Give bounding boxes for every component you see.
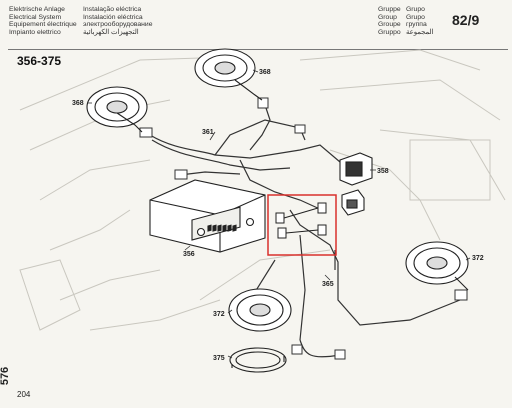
highlighted-connector-assembly: [275, 202, 327, 239]
background-body-lines: [19, 49, 506, 331]
speaker-368-left: [86, 86, 148, 133]
header-line: التجهيزات الكهربائية: [83, 28, 139, 36]
header-line: المجموعة: [406, 28, 434, 36]
header-line: электрооборудование: [83, 21, 153, 29]
part-range-label: 356-375: [17, 54, 62, 68]
header-line: Equipement électrique: [9, 21, 77, 29]
header-line: Instalación eléctrica: [83, 13, 143, 21]
callout-372-bottom: 372: [213, 311, 225, 318]
header-languages-left: Elektrische Anlage Electrical System Equ…: [9, 6, 77, 36]
connectors: [139, 97, 468, 360]
speaker-368-top: [194, 48, 263, 101]
callout-356: 356: [183, 251, 195, 258]
callout-375: 375: [213, 355, 225, 362]
header-line: Instalação eléctrica: [83, 6, 142, 13]
header-group-col1: Gruppe Group Groupe Gruppo: [378, 6, 401, 36]
header-languages-middle: Instalação eléctrica Instalación eléctri…: [83, 6, 153, 36]
leader-lines: [88, 69, 471, 359]
header-line: Group: [378, 13, 397, 21]
header-line: Grupo: [406, 13, 425, 21]
header-line: Gruppo: [378, 28, 401, 36]
header-line: Electrical System: [9, 13, 62, 21]
callout-361: 361: [202, 129, 214, 136]
speaker-372-bottom: [228, 288, 292, 332]
header-line: Grupo: [406, 6, 425, 13]
callout-368-left: 368: [72, 100, 84, 107]
callout-365: 365: [322, 281, 334, 288]
header-group-col2: Grupo Grupo группа المجموعة: [406, 6, 433, 36]
radio-unit-356: [149, 179, 266, 253]
mounting-ring-375: [229, 347, 287, 373]
header-divider: [8, 49, 508, 50]
header-line: Groupe: [378, 21, 401, 29]
speaker-372-right: [405, 241, 469, 291]
header-line: Elektrische Anlage: [9, 6, 65, 13]
side-number: 576: [0, 366, 12, 386]
page-number: 204: [17, 390, 31, 399]
callout-368-top: 368: [259, 69, 271, 76]
callout-358: 358: [377, 168, 389, 175]
switch-module-358: [339, 152, 373, 216]
header-line: Gruppe: [378, 6, 401, 13]
callout-372-right: 372: [472, 255, 484, 262]
group-number: 82/9: [452, 12, 480, 28]
header-line: группа: [406, 21, 427, 29]
highlight-box: [267, 194, 337, 256]
header-line: Impianto elettrico: [9, 28, 61, 36]
